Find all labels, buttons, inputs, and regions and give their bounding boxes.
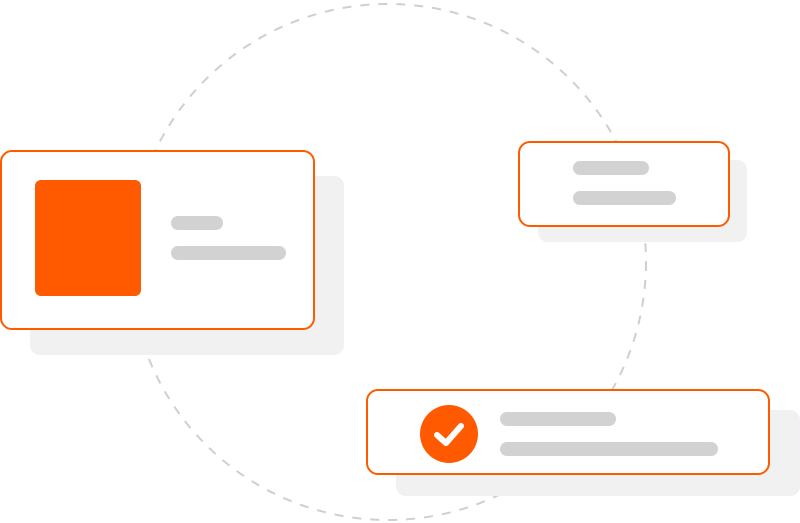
profile-card bbox=[0, 150, 315, 330]
check-icon bbox=[420, 405, 478, 463]
image-placeholder-icon bbox=[35, 180, 141, 296]
profile-card-title-line bbox=[171, 216, 223, 230]
info-card bbox=[518, 141, 730, 227]
info-card-title-line bbox=[573, 161, 649, 175]
profile-card-text-line bbox=[171, 246, 286, 260]
task-card-title-line bbox=[500, 412, 616, 426]
info-card-text-line bbox=[573, 191, 676, 205]
task-card bbox=[366, 389, 770, 475]
task-card-text-line bbox=[500, 442, 718, 456]
